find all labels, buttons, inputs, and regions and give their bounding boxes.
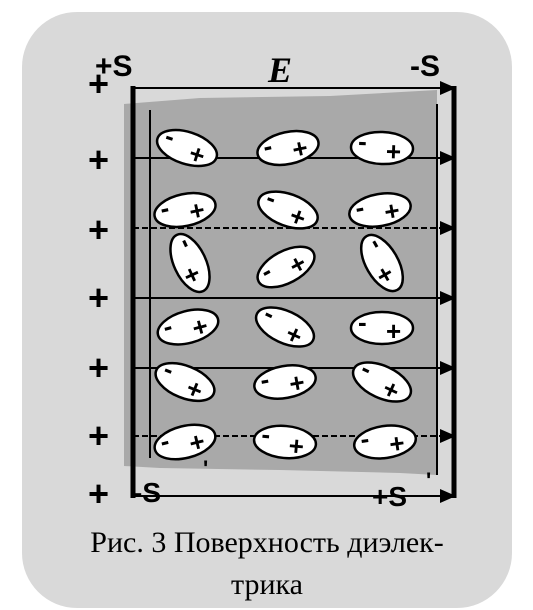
plate-charge-plus: +	[88, 473, 109, 514]
dipole-molecule: -+	[352, 423, 418, 460]
molecule-body	[252, 424, 318, 460]
dipole-molecule: -+	[349, 126, 415, 167]
dipole-molecule: -+	[254, 298, 316, 351]
dipole-molecule: -+	[255, 245, 316, 289]
molecule-negative-sign: -	[358, 307, 367, 337]
molecule-positive-sign: +	[289, 132, 310, 165]
dipole-molecule: -+	[155, 121, 219, 171]
molecule-body	[352, 424, 418, 460]
molecule-body	[348, 192, 412, 228]
molecule-body	[153, 423, 217, 461]
molecule-body	[351, 361, 413, 403]
molecule-body	[169, 232, 211, 294]
dipole-molecule: -+	[156, 308, 220, 346]
dipole-molecule: -+	[153, 423, 217, 461]
field-arrowhead	[440, 151, 456, 165]
molecule-body	[349, 310, 415, 346]
molecule-negative-sign: -	[358, 126, 368, 156]
field-label: E	[267, 50, 292, 90]
molecule-body	[154, 361, 216, 403]
molecule-positive-sign: +	[287, 430, 305, 461]
molecule-body	[155, 128, 219, 168]
molecule-body	[156, 308, 220, 346]
plate-charge-plus: +	[88, 63, 109, 104]
plate-charge-plus: +	[88, 347, 109, 388]
dipole-molecule: -+	[257, 182, 319, 233]
plate-charge-plus: +	[88, 415, 109, 456]
molecule-positive-sign: +	[287, 367, 307, 399]
molecule-body	[253, 364, 317, 400]
field-arrowhead	[440, 361, 456, 375]
molecule-body	[256, 129, 320, 167]
molecule-positive-sign: +	[186, 426, 208, 459]
molecule-positive-sign: +	[387, 427, 406, 459]
bottom-left-mark: '	[203, 456, 208, 481]
molecule-negative-sign: -	[358, 423, 371, 454]
dipole-molecules: -+-+-+-+-+-+-+-+-+-+-+-+-+-+-+-+-+-+	[153, 121, 418, 462]
molecule-body	[349, 130, 415, 166]
molecule-positive-sign: +	[382, 195, 402, 227]
molecule-positive-sign: +	[385, 136, 401, 167]
caption-text: Рис. 3 Поверхность диэлек- трика	[90, 526, 444, 601]
molecule-positive-sign: +	[186, 194, 207, 227]
molecule-positive-sign: +	[189, 310, 211, 343]
right-plate-label: -S	[410, 50, 440, 83]
left-plate-charges: + + + + + + +	[88, 63, 109, 514]
dipole-molecule: -+	[349, 307, 415, 346]
molecule-body	[254, 306, 316, 348]
left-plate-label: +S	[95, 50, 133, 83]
bottom-left-label: -S	[133, 477, 161, 508]
figure-caption: Рис. 3 Поверхность диэлек- трика	[22, 522, 512, 606]
plate-charge-plus: +	[88, 139, 109, 180]
molecule-body	[256, 245, 316, 289]
dipole-molecule: -+	[256, 129, 320, 167]
molecule-negative-sign: -	[260, 419, 271, 450]
molecule-body	[257, 190, 319, 230]
field-arrowhead	[440, 489, 456, 503]
field-arrowhead	[440, 429, 456, 443]
molecule-body	[153, 191, 217, 229]
plate-charge-plus: +	[88, 277, 109, 318]
plate-charge-plus: +	[88, 209, 109, 250]
dipole-molecule: -+	[169, 232, 211, 294]
dipole-molecule: -+	[252, 419, 318, 462]
field-arrowhead	[440, 291, 456, 305]
dipole-molecule: -+	[154, 354, 216, 406]
dipole-molecule: -+	[348, 192, 412, 228]
field-arrowhead	[440, 221, 456, 235]
molecule-positive-sign: +	[386, 316, 401, 346]
dipole-molecule: -+	[253, 364, 317, 400]
bottom-right-mark: '	[426, 468, 431, 493]
dipole-molecule: -+	[153, 191, 217, 229]
molecule-body	[359, 233, 405, 293]
field-arrowhead	[440, 81, 456, 95]
dipole-molecule: -+	[359, 232, 405, 293]
